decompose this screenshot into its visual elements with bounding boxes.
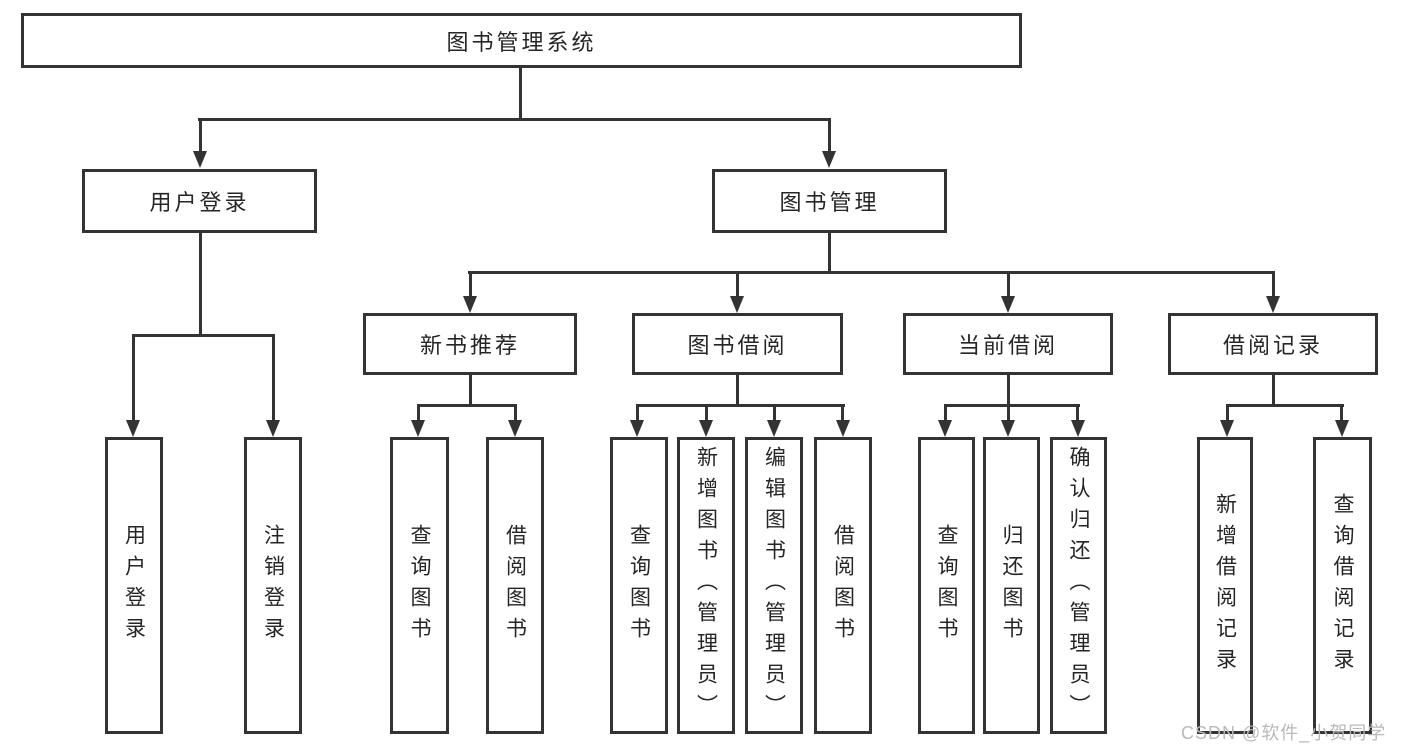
arrow-down-icon <box>836 420 850 437</box>
leaf-label: 编辑图书（管理员） <box>762 446 786 725</box>
connector-vline <box>1076 407 1079 420</box>
node-current-borrowing: 当前借阅 <box>903 313 1113 375</box>
leaf-label: 借阅图书 <box>503 523 527 648</box>
connector-vline <box>519 67 522 120</box>
node-user-login: 用户登录 <box>82 169 317 233</box>
arrow-down-icon <box>411 420 425 437</box>
connector-vline <box>828 121 831 153</box>
leaf-label: 查询图书 <box>935 523 958 648</box>
arrow-down-icon <box>1001 420 1015 437</box>
connector-vline <box>736 274 739 296</box>
leaf-confirm-return-admin: 确认归还（管理员） <box>1050 437 1107 734</box>
connector-vline <box>514 407 517 420</box>
leaf-query-books-borrowing: 查询图书 <box>610 437 668 734</box>
connector-hline <box>198 118 831 121</box>
arrow-down-icon <box>767 420 781 437</box>
leaf-label: 新增图书（管理员） <box>694 446 718 725</box>
node-label: 图书管理系统 <box>446 29 597 55</box>
leaf-borrow-books-borrowing: 借阅图书 <box>814 437 872 734</box>
leaf-borrow-books-newbooks: 借阅图书 <box>486 437 544 734</box>
node-new-book-recommend: 新书推荐 <box>363 313 577 375</box>
connector-vline <box>841 407 844 420</box>
connector-hline <box>132 334 275 337</box>
connector-vline <box>1226 407 1229 420</box>
connector-hline <box>468 271 1275 274</box>
leaf-label: 注销登录 <box>261 523 285 648</box>
connector-vline <box>636 407 639 420</box>
connector-vline <box>773 407 776 420</box>
leaf-label: 查询借阅记录 <box>1331 492 1354 679</box>
leaf-label: 查询图书 <box>408 523 431 648</box>
connector-hline <box>944 404 1080 407</box>
arrow-down-icon <box>463 296 477 313</box>
connector-vline <box>944 407 947 420</box>
connector-vline <box>1007 407 1010 420</box>
node-label: 用户登录 <box>149 190 250 215</box>
node-label: 借阅记录 <box>1222 333 1323 358</box>
arrow-down-icon <box>126 420 140 437</box>
connector-vline <box>417 407 420 420</box>
leaf-query-books-newbooks: 查询图书 <box>390 437 449 734</box>
node-library-management-system: 图书管理系统 <box>21 13 1022 68</box>
csdn-watermark: CSDN @软件_小贺同学 <box>1181 723 1387 743</box>
leaf-return-books: 归还图书 <box>983 437 1040 734</box>
connector-vline <box>199 121 202 153</box>
leaf-label: 归还图书 <box>1000 523 1023 648</box>
node-label: 当前借阅 <box>957 333 1058 358</box>
leaf-edit-book-admin: 编辑图书（管理员） <box>745 437 803 734</box>
connector-vline <box>272 337 275 420</box>
node-book-management: 图书管理 <box>712 169 947 233</box>
arrow-down-icon <box>730 296 744 313</box>
leaf-add-borrow-record: 新增借阅记录 <box>1197 437 1253 734</box>
connector-vline <box>469 274 472 296</box>
leaf-user-login: 用户登录 <box>105 437 163 734</box>
leaf-label: 确认归还（管理员） <box>1067 446 1090 725</box>
arrow-down-icon <box>1220 420 1234 437</box>
arrow-down-icon <box>193 151 207 168</box>
leaf-label: 查询图书 <box>627 523 651 648</box>
arrow-down-icon <box>699 420 713 437</box>
connector-vline <box>1340 407 1343 420</box>
node-label: 图书借阅 <box>687 333 788 358</box>
connector-hline <box>417 404 517 407</box>
node-borrowing-records: 借阅记录 <box>1168 313 1378 375</box>
connector-vline <box>1007 375 1010 406</box>
connector-hline <box>636 404 845 407</box>
arrow-down-icon <box>1001 296 1015 313</box>
arrow-down-icon <box>822 151 836 168</box>
leaf-add-book-admin: 新增图书（管理员） <box>677 437 735 734</box>
leaf-query-books-current: 查询图书 <box>918 437 975 734</box>
connector-vline <box>199 233 202 337</box>
leaf-label: 用户登录 <box>122 523 146 648</box>
connector-vline <box>705 407 708 420</box>
node-label: 新书推荐 <box>419 333 520 358</box>
connector-hline <box>1226 404 1344 407</box>
arrow-down-icon <box>508 420 522 437</box>
connector-vline <box>828 233 831 274</box>
connector-vline <box>132 337 135 420</box>
arrow-down-icon <box>1266 296 1280 313</box>
arrow-down-icon <box>938 420 952 437</box>
connector-vline <box>1272 375 1275 406</box>
connector-vline <box>1007 274 1010 296</box>
connector-vline <box>469 375 472 406</box>
arrow-down-icon <box>1335 420 1349 437</box>
leaf-label: 借阅图书 <box>831 523 855 648</box>
arrow-down-icon <box>1071 420 1085 437</box>
arrow-down-icon <box>266 420 280 437</box>
node-label: 图书管理 <box>779 190 880 215</box>
arrow-down-icon <box>630 420 644 437</box>
leaf-logout: 注销登录 <box>244 437 302 734</box>
leaf-query-borrow-record: 查询借阅记录 <box>1313 437 1372 734</box>
node-book-borrowing: 图书借阅 <box>632 313 843 375</box>
leaf-label: 新增借阅记录 <box>1213 492 1237 679</box>
connector-vline <box>736 375 739 406</box>
connector-vline <box>1272 274 1275 296</box>
